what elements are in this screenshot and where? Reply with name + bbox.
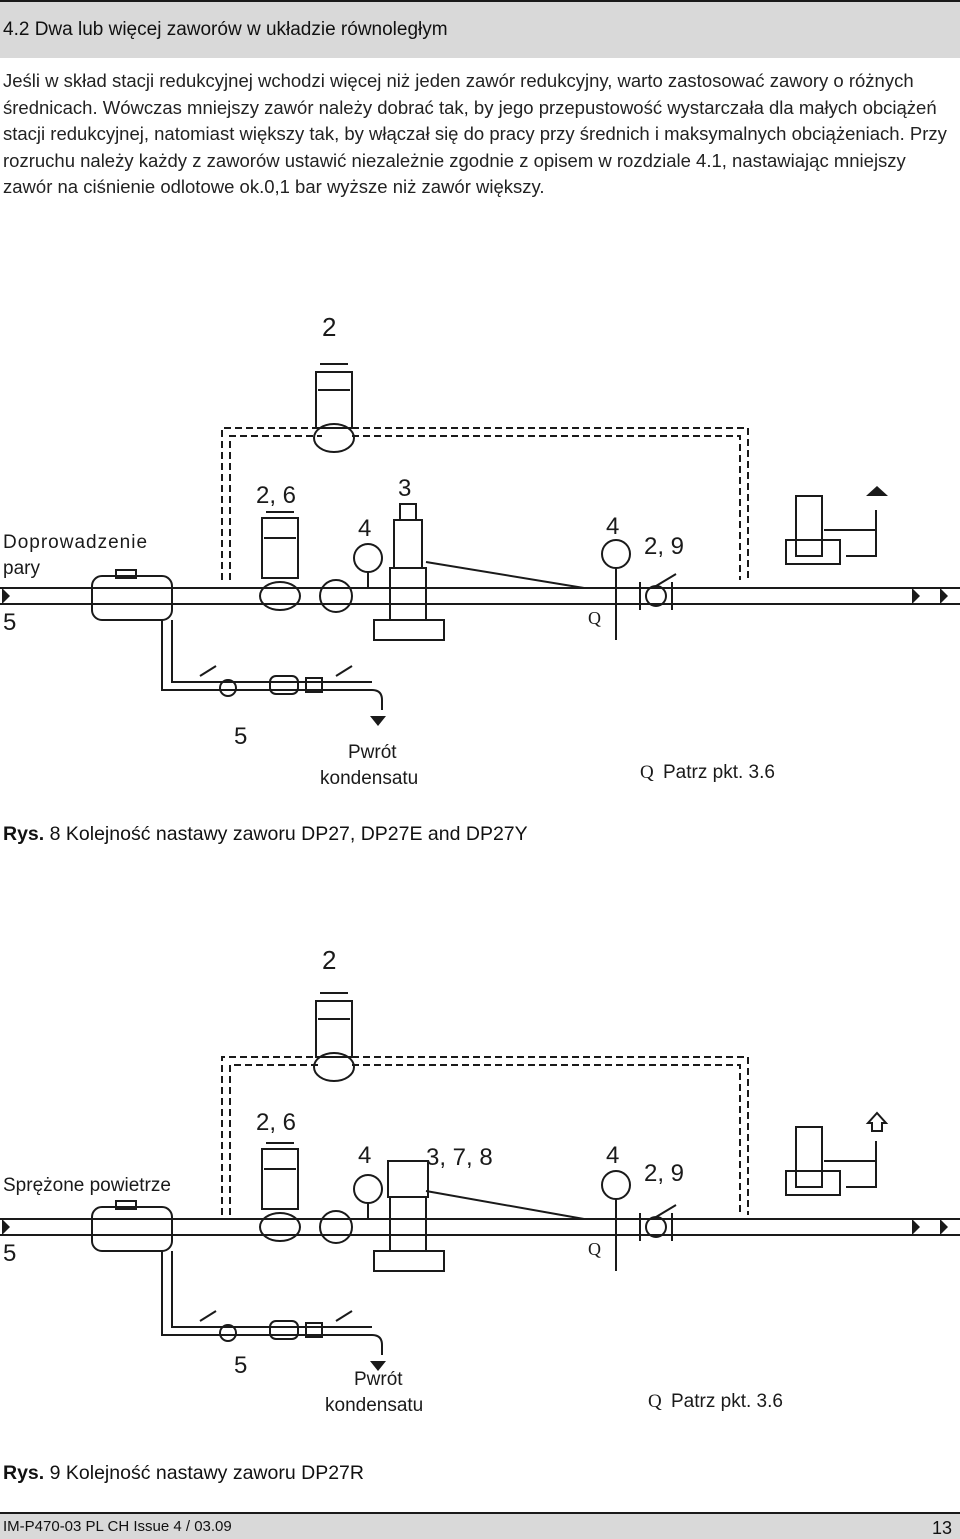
label-bypass: 2 (322, 945, 336, 975)
flow-arrow-out-b (940, 1219, 948, 1235)
doc-reference: IM-P470-03 PL CH Issue 4 / 03.09 (3, 1518, 232, 1535)
condensate-line2: kondensatu (325, 1395, 423, 1416)
section-heading-bar: 4.2 Dwa lub więcej zaworów w układzie ró… (0, 0, 960, 58)
label-gauge-up: 4 (358, 1142, 371, 1169)
flange-disc (319, 579, 353, 613)
trap-strainer (219, 679, 237, 697)
ball-valve-downstream (639, 1204, 677, 1241)
bypass-dashed-line (221, 427, 749, 580)
label-valve: 3 (398, 475, 411, 502)
figure-8-diagram: 2 2, 6 3 4 4 2, 9 Doprowadzenie pary 5 5… (0, 312, 960, 789)
label-gauge-up: 4 (358, 515, 371, 542)
page-number: 13 (931, 1518, 952, 1538)
caption-prefix: Rys. (3, 823, 45, 845)
label-valve: 3, 7, 8 (426, 1144, 493, 1171)
flange-disc (319, 1210, 353, 1244)
label-inlet-line1: Doprowadzenie (3, 532, 148, 553)
condensate-line2: kondensatu (320, 768, 418, 789)
separator (91, 1206, 173, 1252)
condensate-drain-pipe (161, 1251, 383, 1355)
figure-9-diagram: 2 2, 6 3, 7, 8 4 4 2, 9 Sprężone powietr… (0, 945, 960, 1416)
note-q: Q (648, 1391, 662, 1412)
vent-arrow-outline-icon (865, 1111, 889, 1132)
trap-strainer (219, 1324, 237, 1342)
flow-arrow-out-b (940, 588, 948, 604)
pressure-gauge-downstream (601, 1170, 631, 1200)
pressure-gauge-upstream (353, 1174, 383, 1204)
condensate-drain-pipe (161, 620, 383, 710)
flow-arrow-out-a (912, 588, 920, 604)
bypass-dashed-line (221, 1056, 749, 1215)
label-bypass: 2 (322, 312, 336, 342)
condensate-line1: Pwrót (348, 742, 397, 763)
label-gauge-down: 4 (606, 513, 619, 540)
isolation-valve-upstream (259, 1142, 301, 1242)
flow-arrow-out-a (912, 1219, 920, 1235)
page-footer: IM-P470-03 PL CH Issue 4 / 03.09 13 (0, 1512, 960, 1539)
caption-text: Kolejność nastawy zaworu DP27, DP27E and… (65, 823, 528, 845)
isolation-valve-upstream (259, 511, 301, 611)
flow-arrow-inlet (2, 1219, 10, 1235)
label-isolation: 2, 6 (256, 482, 296, 509)
note-text: Patrz pkt. 3.6 (671, 1391, 783, 1412)
pressure-gauge-upstream (353, 543, 383, 573)
pressure-reducing-valve (373, 503, 445, 641)
pressure-reducing-valve (373, 1160, 445, 1272)
figure-8-caption: Rys. 8 Kolejność nastawy zaworu DP27, DP… (3, 823, 528, 846)
label-inlet-num: 5 (3, 1240, 16, 1267)
condensate-line1: Pwrót (354, 1369, 403, 1390)
label-inlet: Sprężone powietrze (3, 1175, 171, 1196)
section-heading: 4.2 Dwa lub więcej zaworów w układzie ró… (3, 19, 448, 40)
note-q: Q (640, 762, 654, 783)
note-text: Patrz pkt. 3.6 (663, 762, 775, 783)
condensate-arrow-icon (370, 716, 386, 726)
label-q: Q (588, 608, 601, 628)
vent-arrow-icon (866, 486, 888, 496)
bypass-valve (313, 363, 355, 453)
bypass-valve (313, 992, 355, 1082)
label-isolation: 2, 6 (256, 1109, 296, 1136)
label-inlet-line2: pary (3, 558, 40, 579)
label-gauge-down: 4 (606, 1142, 619, 1169)
label-outlet: 2, 9 (644, 1160, 684, 1187)
ball-valve-downstream (639, 573, 677, 610)
sensing-line (425, 1190, 585, 1220)
figure-9-caption: Rys. 9 Kolejność nastawy zaworu DP27R (3, 1462, 364, 1485)
flow-arrow-inlet (2, 588, 10, 604)
caption-prefix: Rys. (3, 1462, 45, 1484)
safety-valve (785, 495, 877, 565)
pressure-gauge-downstream (601, 539, 631, 569)
label-inlet-num: 5 (3, 609, 16, 636)
figure-8: 2 2, 6 3 4 4 2, 9 Doprowadzenie pary 5 5… (0, 300, 960, 810)
label-trap: 5 (234, 1352, 247, 1379)
condensate-arrow-icon (370, 1361, 386, 1371)
body-paragraph: Jeśli w skład stacji redukcyjnej wchodzi… (3, 70, 947, 197)
label-outlet: 2, 9 (644, 533, 684, 560)
caption-number: 9 (49, 1462, 61, 1484)
label-q: Q (588, 1239, 601, 1259)
label-trap: 5 (234, 723, 247, 750)
figure-9: 2 2, 6 3, 7, 8 4 4 2, 9 Sprężone powietr… (0, 935, 960, 1445)
sensing-line (425, 561, 585, 589)
caption-text: Kolejność nastawy zaworu DP27R (65, 1462, 364, 1484)
caption-number: 8 (49, 823, 61, 845)
separator (91, 575, 173, 621)
safety-valve (785, 1126, 877, 1196)
